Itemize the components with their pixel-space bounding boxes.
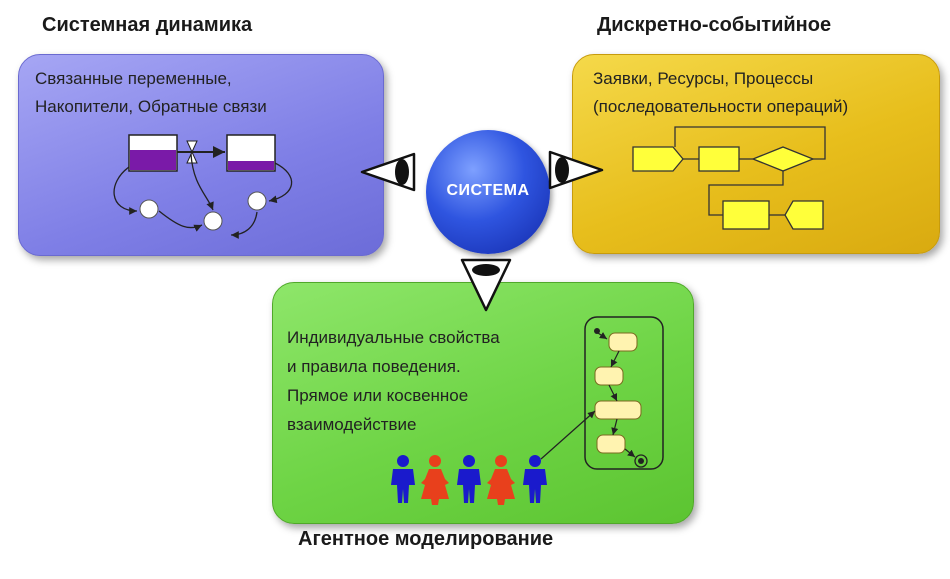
system-sphere: СИСТЕМА — [426, 130, 550, 254]
stock-icon — [226, 134, 276, 172]
auxiliary-icon — [203, 211, 223, 231]
system-dynamics-panel: Связанные переменные, Накопители, Обратн… — [18, 54, 384, 256]
ab-line-3: Прямое или косвенное — [287, 386, 469, 405]
agent-diagram — [391, 316, 664, 505]
agent-male-icon — [523, 455, 547, 503]
eye-icon — [460, 258, 512, 312]
system-label: СИСТЕМА — [446, 182, 530, 199]
stock-flow-diagram — [113, 134, 293, 239]
ab-line-1: Индивидуальные свойства — [287, 328, 500, 347]
agent-female-icon — [421, 455, 449, 505]
state-icon — [596, 434, 626, 454]
auxiliary-icon — [139, 199, 159, 219]
state-icon — [608, 332, 638, 352]
heading-agent-based: Агентное моделирование — [298, 528, 554, 550]
heading-discrete-event: Дискретно-событийное — [597, 14, 832, 36]
process-flowchart — [632, 126, 826, 230]
stock-icon — [128, 134, 178, 172]
heading-system-dynamics: Системная динамика — [42, 14, 253, 36]
agent-based-text: Индивидуальные свойства и правила поведе… — [287, 323, 500, 439]
discrete-event-panel: Заявки, Ресурсы, Процессы (последователь… — [572, 54, 940, 254]
agent-female-icon — [487, 455, 515, 505]
process-block — [698, 146, 740, 172]
sink-block — [784, 200, 824, 230]
end-point-icon — [634, 454, 648, 468]
ab-line-2: и правила поведения. — [287, 357, 461, 376]
agent-male-icon — [391, 455, 415, 503]
agent-male-icon — [457, 455, 481, 503]
process-block — [722, 200, 770, 230]
eye-icon — [548, 150, 604, 190]
decision-block — [751, 146, 815, 172]
de-line-2: (последовательности операций) — [593, 97, 849, 116]
de-line-1: Заявки, Ресурсы, Процессы — [593, 69, 814, 88]
statechart-frame — [584, 316, 664, 470]
sd-line-2: Накопители, Обратные связи — [35, 97, 267, 116]
state-icon — [594, 366, 624, 386]
source-block — [632, 146, 684, 172]
sd-line-1: Связанные переменные, — [35, 69, 232, 88]
start-point-icon — [594, 328, 600, 334]
state-icon — [594, 400, 642, 420]
system-dynamics-text: Связанные переменные, Накопители, Обратн… — [35, 65, 267, 121]
eye-icon — [360, 152, 416, 192]
discrete-event-text: Заявки, Ресурсы, Процессы (последователь… — [593, 65, 848, 121]
ab-line-4: взаимодействие — [287, 415, 417, 434]
agent-based-panel: Индивидуальные свойства и правила поведе… — [272, 282, 694, 524]
auxiliary-icon — [247, 191, 267, 211]
